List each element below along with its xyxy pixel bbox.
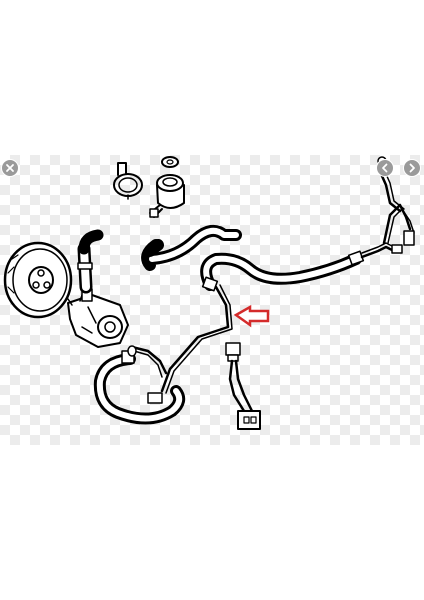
close-icon bbox=[6, 164, 14, 172]
image-viewer bbox=[0, 155, 424, 445]
pump-body bbox=[67, 288, 129, 348]
close-button[interactable] bbox=[1, 159, 19, 177]
pressure-switch bbox=[225, 342, 261, 430]
lower-hose bbox=[93, 350, 186, 425]
chevron-right-icon bbox=[409, 163, 415, 173]
highlight-arrow-icon bbox=[233, 304, 270, 328]
pump-pulley bbox=[3, 241, 73, 319]
fluid-reservoir bbox=[149, 156, 185, 218]
next-image-button[interactable] bbox=[403, 159, 421, 177]
pressure-hose bbox=[200, 250, 365, 292]
return-hose bbox=[141, 224, 242, 271]
chevron-left-icon bbox=[382, 163, 388, 173]
pump-outlet-fitting bbox=[127, 345, 168, 378]
power-steering-line-diagram bbox=[3, 156, 415, 430]
hose-clamp bbox=[113, 162, 143, 200]
steel-line-to-pump bbox=[160, 284, 233, 394]
previous-image-button[interactable] bbox=[376, 159, 394, 177]
pump-supply-hose bbox=[77, 229, 104, 294]
